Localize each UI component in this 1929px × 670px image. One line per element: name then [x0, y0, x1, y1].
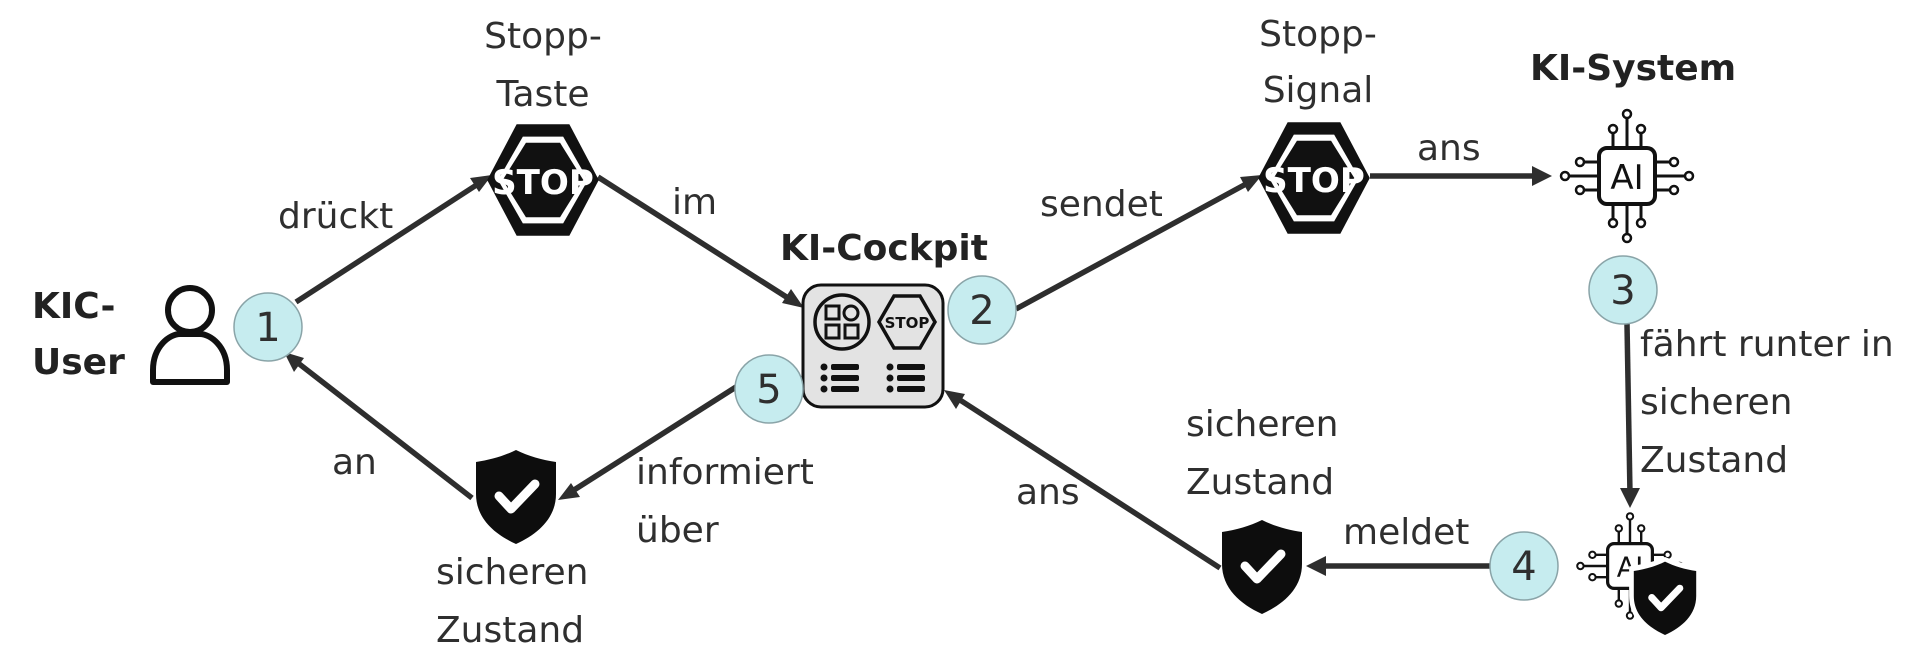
cockpit-label: KI-Cockpit — [780, 228, 988, 269]
arrow-ai-system-down — [1620, 323, 1640, 508]
step-1: 1 — [233, 292, 303, 362]
arrow-cockpit-to-stop-signal — [1014, 175, 1262, 312]
svg-text:AI: AI — [1610, 158, 1643, 198]
edge-label-sends: sendet — [1040, 184, 1163, 225]
stop-signal-label-line2: Signal — [1263, 70, 1374, 111]
svg-text:STOP: STOP — [1263, 161, 1365, 201]
ai-chip-icon: AI — [1559, 108, 1695, 244]
arrow-stop-button-to-cockpit — [596, 174, 804, 308]
edge-label-to-system: ans — [1417, 128, 1481, 169]
cockpit-panel: STOP — [801, 283, 945, 409]
step-4: 4 — [1489, 531, 1559, 601]
svg-text:STOP: STOP — [885, 314, 930, 332]
edge-label-shuts-down-line1: fährt runter in — [1640, 324, 1894, 365]
arrow-user-to-stop-button — [294, 175, 492, 305]
edge-label-to-user: an — [332, 442, 377, 483]
step-2: 2 — [947, 275, 1017, 345]
safe-state-left-label-line1: sicheren — [436, 552, 589, 593]
svg-text:2: 2 — [969, 288, 994, 334]
svg-text:1: 1 — [255, 305, 280, 351]
edge-label-to-cockpit: ans — [1016, 472, 1080, 513]
edge-label-in: im — [672, 182, 717, 223]
arrow-safe-state-to-cockpit — [944, 390, 1222, 571]
svg-text:3: 3 — [1610, 268, 1635, 314]
stop-button-label-line2: Taste — [495, 74, 589, 115]
edge-label-reports: meldet — [1343, 512, 1469, 553]
stop-signal-label-line1: Stopp- — [1259, 14, 1377, 55]
cockpit-stop-icon: STOP — [876, 294, 938, 350]
user-label-line1: KIC- — [32, 286, 115, 327]
svg-text:STOP: STOP — [492, 163, 594, 203]
shield-check-icon-left — [476, 450, 556, 544]
shield-check-icon-right — [1222, 520, 1302, 614]
ai-safe-icon: AI — [1575, 511, 1701, 642]
safe-state-right-label-line2: Zustand — [1186, 462, 1334, 503]
stop-button-label-line1: Stopp- — [484, 16, 602, 57]
dashboard-icon — [813, 293, 871, 351]
list-icon-left — [820, 363, 859, 393]
stop-sign-icon: STOP — [487, 124, 599, 236]
arrow-stop-signal-to-ai-system — [1370, 166, 1552, 186]
edge-label-shuts-down-line2: sicheren — [1640, 382, 1793, 423]
arrow-ai-to-safe-state — [1306, 556, 1495, 576]
safe-state-right-label-line1: sicheren — [1186, 404, 1339, 445]
user-label-line2: User — [32, 342, 125, 383]
arrow-safe-state-to-user — [284, 352, 474, 501]
ai-system-label: KI-System — [1530, 48, 1736, 89]
edge-label-presses: drückt — [278, 196, 393, 237]
list-icon-right — [886, 363, 925, 393]
svg-text:5: 5 — [756, 367, 781, 413]
step-3: 3 — [1588, 255, 1658, 325]
user-icon — [150, 285, 230, 385]
svg-text:4: 4 — [1511, 544, 1536, 590]
arrow-cockpit-to-safe-state — [558, 384, 738, 500]
stop-signal-icon: STOP — [1258, 122, 1370, 234]
step-5: 5 — [734, 354, 804, 424]
edge-label-informs-line1: informiert — [636, 452, 814, 493]
edge-label-informs-line2: über — [636, 510, 719, 551]
edge-label-shuts-down-line3: Zustand — [1640, 440, 1788, 481]
safe-state-left-label-line2: Zustand — [436, 610, 584, 651]
